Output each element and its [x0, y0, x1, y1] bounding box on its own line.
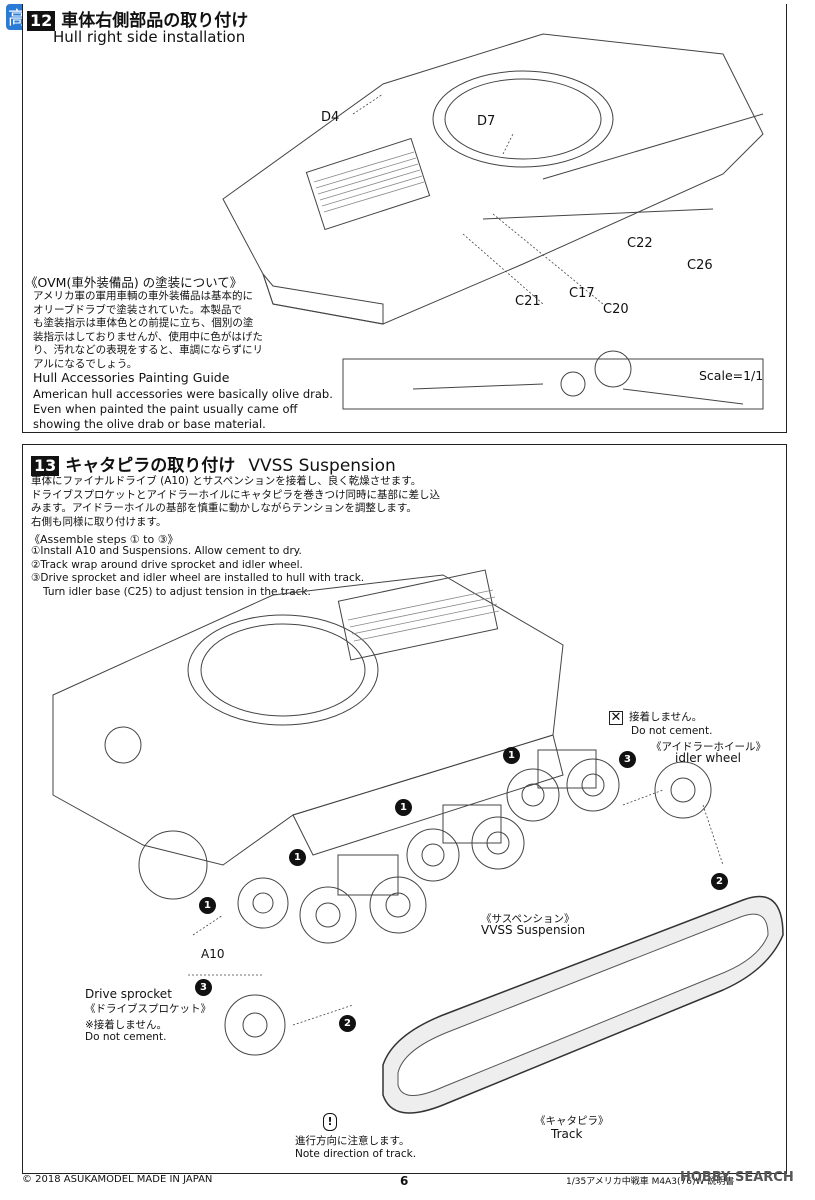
vvss-label-jp: 《サスペンション》 — [481, 913, 575, 925]
step-13-title-en: VVSS Suspension — [248, 456, 396, 476]
no-cement-jp: 接着しません。 — [629, 711, 703, 723]
step-callout-1: 1 — [289, 849, 306, 866]
step-callout-2: 2 — [711, 873, 728, 890]
part-label-c22: C22 — [627, 236, 653, 251]
step-13-title-jp: キャタピラの取り付け — [65, 456, 236, 476]
step-13-number: 13 — [31, 456, 60, 476]
footer-copyright: © 2018 ASUKAMODEL MADE IN JAPAN — [22, 1174, 213, 1185]
part-label-a10: A10 — [201, 947, 225, 961]
step-12-number: 12 — [27, 11, 56, 31]
part-label-c21: C21 — [515, 294, 541, 309]
part-label-d7: D7 — [477, 114, 496, 129]
caution-icon: ! — [323, 1113, 337, 1131]
assemble-steps-heading: 《Assemble steps ① to ③》 — [29, 533, 179, 546]
vvss-suspension-drawing — [52, 569, 784, 1114]
idler-wheel-label-en: idler wheel — [675, 751, 741, 765]
direction-note-jp: 進行方向に注意します。 — [295, 1135, 410, 1147]
paint-guide-en: American hull accessories were basically… — [33, 387, 333, 431]
direction-note-en: Note direction of track. — [295, 1148, 417, 1160]
step-callout-1: 1 — [395, 799, 412, 816]
no-cement-en: Do not cement. — [631, 725, 713, 737]
page-number: 6 — [400, 1174, 409, 1188]
assemble-steps-list: ①Install A10 and Suspensions. Allow ceme… — [31, 545, 365, 598]
step-callout-1: 1 — [503, 747, 520, 764]
ovm-heading: 《OVM(車外装備品) の塗装について》 — [25, 275, 243, 290]
hull-right-side-drawing — [222, 33, 764, 410]
step-callout-1: 1 — [199, 897, 216, 914]
track-label-en: Track — [551, 1127, 583, 1141]
ovm-note-jp: アメリカ軍の軍用車輌の車外装備品は基本的にオリーブドラブで塗装されていた。本製品… — [33, 290, 263, 370]
idler-wheel-label-jp: 《アイドラーホイール》 — [651, 741, 766, 753]
paint-guide-heading: Hull Accessories Painting Guide — [33, 370, 230, 385]
part-label-d4: D4 — [321, 110, 340, 125]
step-callout-3: 3 — [619, 751, 636, 768]
step-callout-3: 3 — [195, 979, 212, 996]
step-12-title-jp: 車体右側部品の取り付け — [61, 11, 249, 31]
part-label-c26: C26 — [687, 258, 713, 273]
step-12-title-en: Hull right side installation — [53, 28, 246, 46]
no-cement-sprocket-jp: ※接着しません。 — [85, 1019, 167, 1031]
part-label-c17: C17 — [569, 286, 595, 301]
watermark-hobbysearch: HOBBY SEARCH — [680, 1170, 794, 1185]
no-cement-icon: ✕ — [609, 710, 623, 725]
track-label-jp: 《キャタピラ》 — [535, 1115, 609, 1127]
scale-label: Scale=1/1 — [699, 368, 764, 383]
drive-sprocket-label-en: Drive sprocket — [85, 987, 172, 1001]
part-label-c20: C20 — [603, 302, 629, 317]
drive-sprocket-label-jp: 《ドライブスプロケット》 — [85, 1003, 211, 1015]
footer-product: 1/35アメリカ中戦車 M4A3(76)W 説明書 — [566, 1177, 735, 1187]
vvss-label-en: VVSS Suspension — [481, 923, 586, 937]
step-13-intro-jp: 車体にファイナルドライブ (A10) とサスペンションを接着し、良く乾燥させます… — [31, 475, 440, 528]
no-cement-sprocket-en: Do not cement. — [85, 1031, 167, 1043]
step-callout-2: 2 — [339, 1015, 356, 1032]
